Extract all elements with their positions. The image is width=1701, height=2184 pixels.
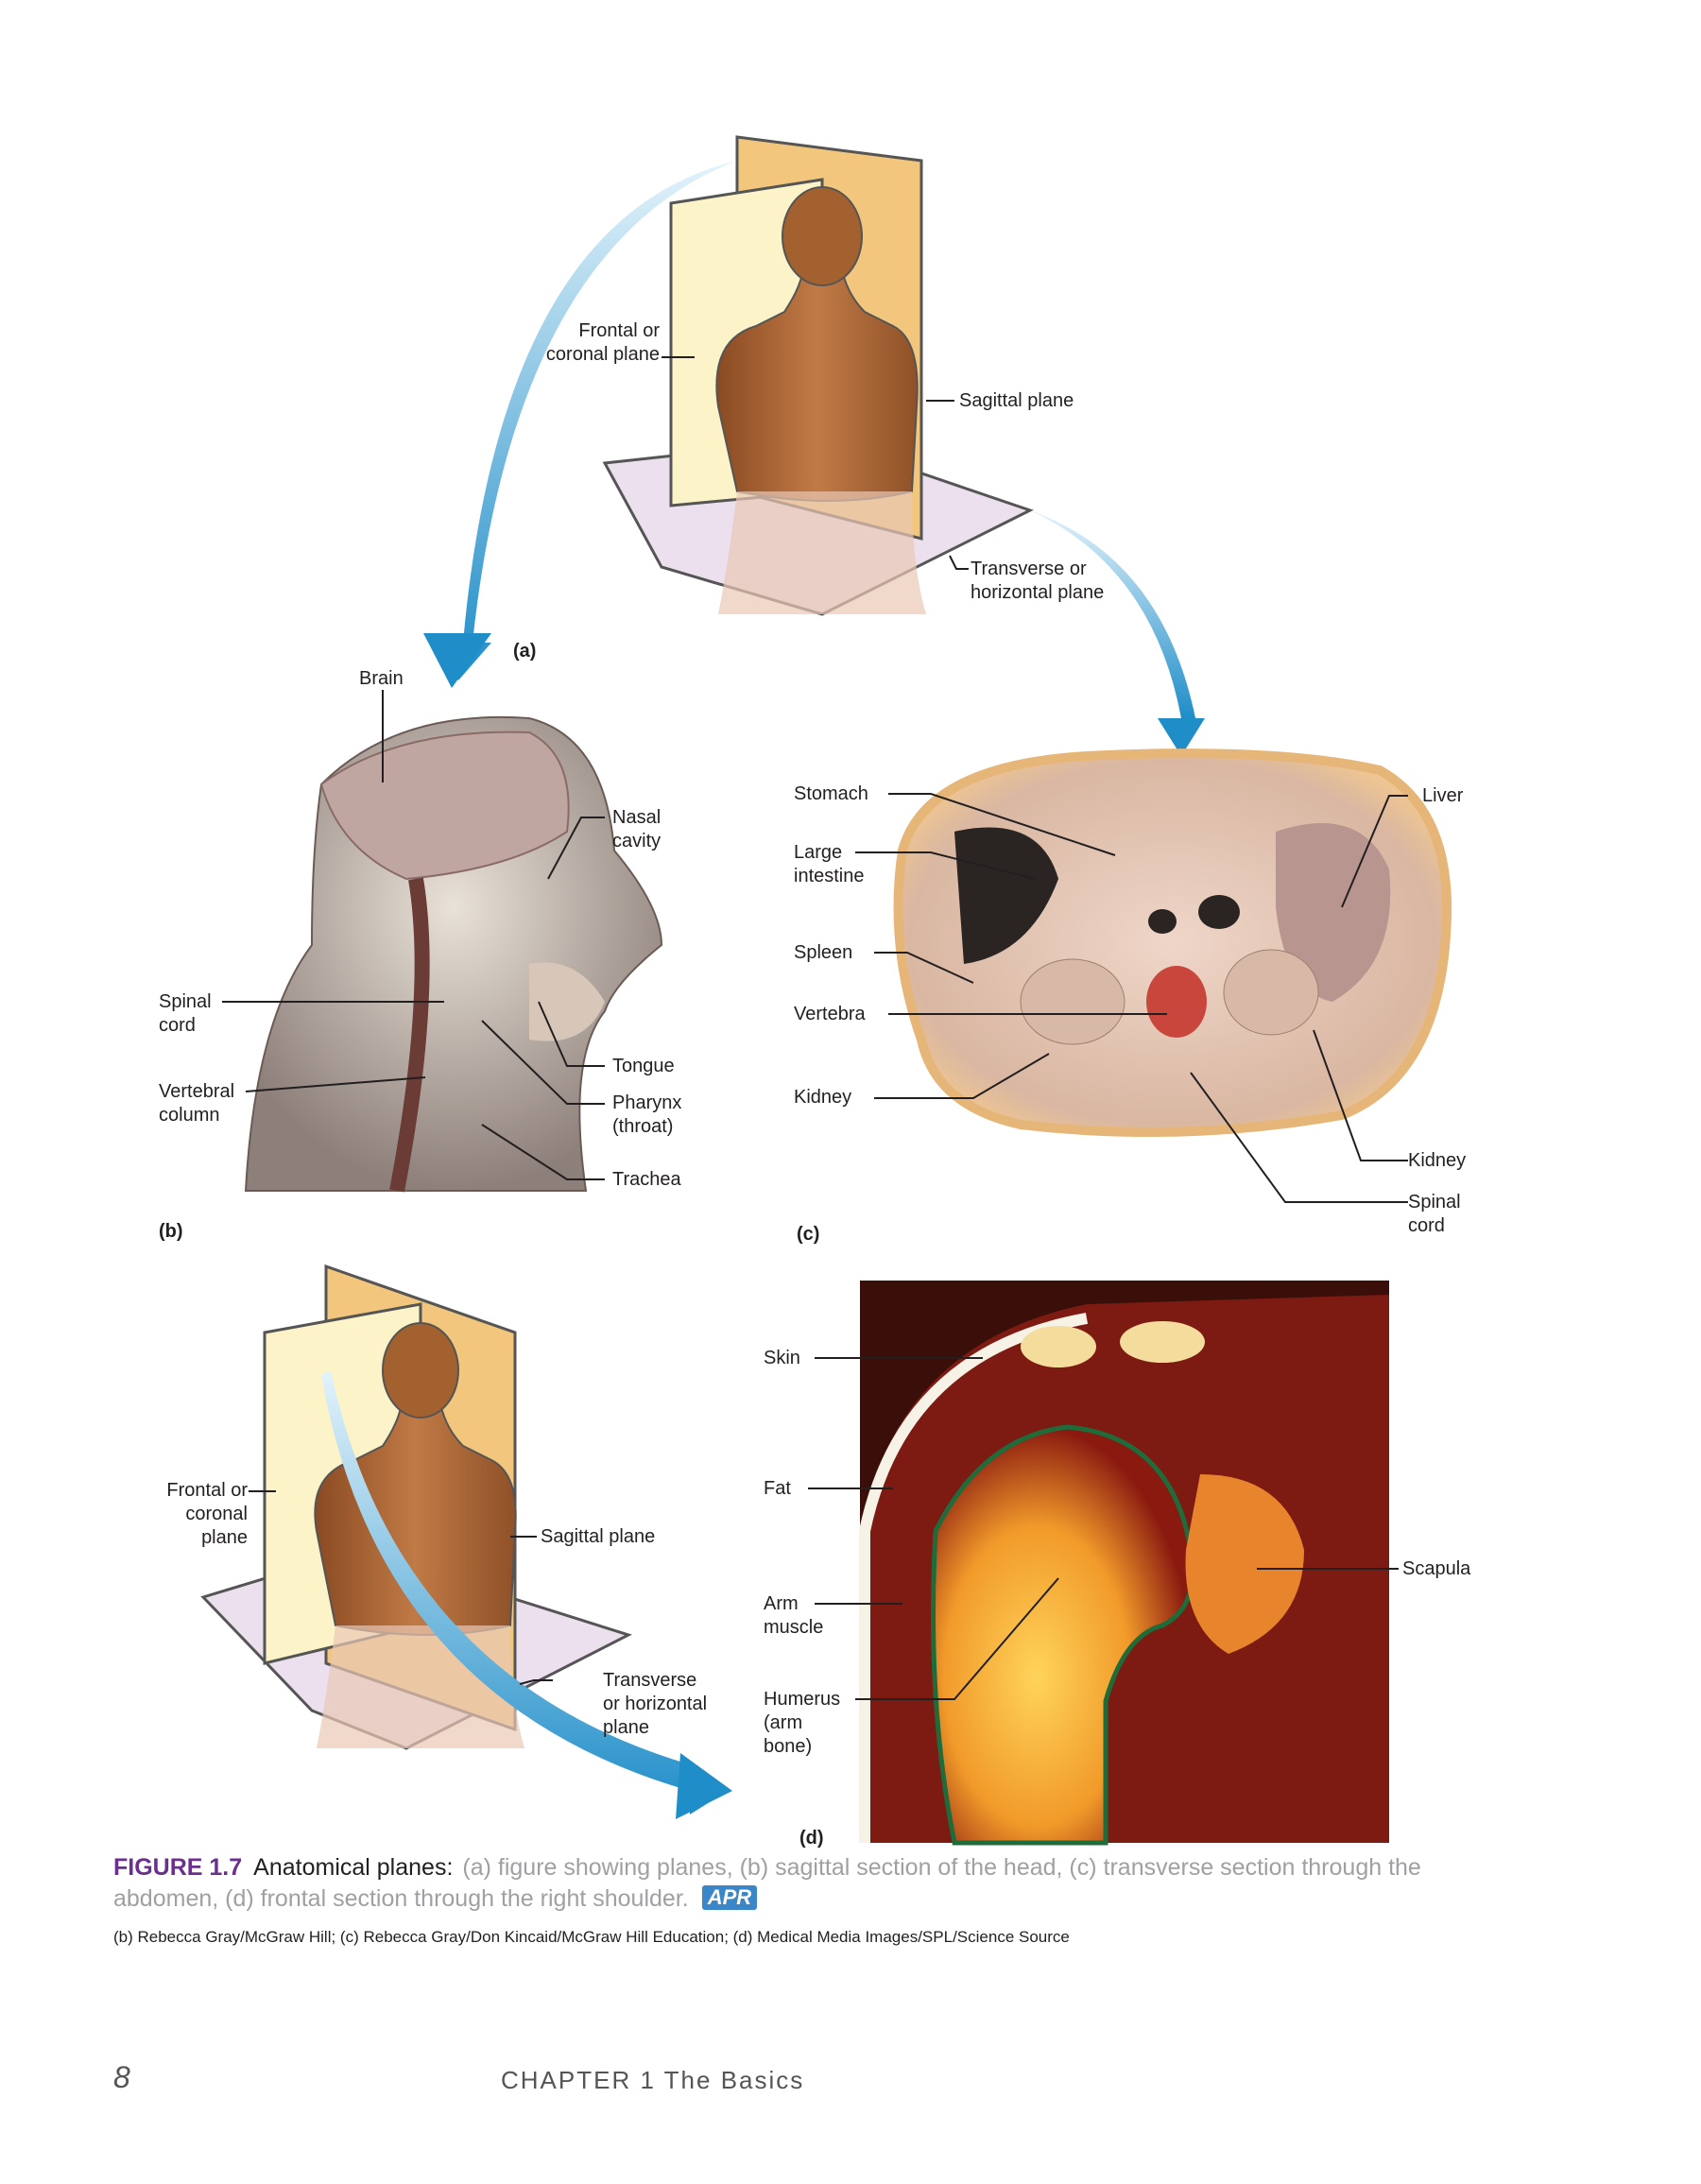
label-frontal-plane-a: Frontal or coronal plane (491, 319, 660, 367)
label-spinal-line1: Spinal (159, 991, 212, 1012)
label-spinal-cord-b: Spinal cord (159, 990, 212, 1038)
label-brain: Brain (359, 668, 404, 689)
label-kidney-right: Kidney (1408, 1150, 1467, 1171)
label-large-line1: Large (794, 842, 843, 863)
panel-tag-b: (b) (159, 1221, 183, 1242)
figure-caption: FIGURE 1.7 Anatomical planes:(a) figure s… (113, 1852, 1474, 1915)
label-humerus: Humerus (arm bone) (764, 1688, 840, 1759)
panel-tag-c: (c) (797, 1224, 820, 1245)
label-transverse-plane-a: Transverse or horizontal plane (971, 558, 1104, 605)
label-spinal-line2: cord (159, 1015, 196, 1036)
label-trachea: Trachea (612, 1169, 681, 1190)
label-pharynx-line1: Pharynx (612, 1092, 682, 1113)
label-frontal-line1: Frontal or (578, 320, 660, 341)
label-frontal-line2: coronal plane (545, 344, 660, 365)
label-liver: Liver (1422, 785, 1464, 806)
label-vertebral-line1: Vertebral (159, 1081, 235, 1102)
label-transverse-d-line2: or horizontal (603, 1694, 708, 1714)
figure-description: (a) figure showing planes, (b) sagittal … (113, 1854, 1421, 1912)
label-pharynx: Pharynx (throat) (612, 1092, 681, 1139)
sagittal-head-image (244, 715, 663, 1193)
label-skin: Skin (764, 1348, 800, 1368)
shoulder-mri-image (859, 1281, 1389, 1846)
arrowhead-a-to-b (423, 633, 491, 688)
arrow-a-to-c (1030, 510, 1195, 718)
label-vertebral-column: Vertebral column (159, 1080, 234, 1127)
label-kidney-left: Kidney (794, 1087, 852, 1108)
label-transverse-line1: Transverse or (971, 559, 1087, 579)
label-vertebra: Vertebra (794, 1004, 866, 1024)
label-sagittal-plane-a: Sagittal plane (959, 390, 1074, 411)
label-spleen: Spleen (794, 942, 853, 963)
label-tongue: Tongue (612, 1056, 675, 1076)
panel-tag-a: (a) (513, 641, 537, 662)
label-frontal-d-line3: plane (201, 1527, 248, 1548)
label-vertebral-line2: column (159, 1105, 220, 1126)
label-frontal-plane-d: Frontal or coronal plane (113, 1479, 248, 1550)
label-humerus-line3: bone) (764, 1736, 813, 1757)
label-arm-line2: muscle (764, 1617, 824, 1638)
label-nasal-cavity: Nasal cavity (612, 806, 661, 853)
label-large-line2: intestine (794, 866, 865, 886)
planes-illustration-a (602, 135, 1034, 616)
label-arm-line1: Arm (764, 1593, 799, 1614)
figure-title: Anatomical planes: (253, 1854, 454, 1881)
label-arm-muscle: Arm muscle (764, 1592, 823, 1640)
head-a (782, 186, 863, 286)
transverse-abdomen-image (893, 748, 1452, 1137)
planes-illustration-d (200, 1264, 632, 1750)
label-frontal-d-line2: coronal (185, 1504, 248, 1524)
label-sagittal-plane-d: Sagittal plane (541, 1526, 656, 1547)
arrow-a-to-b (444, 161, 737, 680)
label-humerus-line1: Humerus (764, 1689, 841, 1710)
label-spinal-c-line1: Spinal (1408, 1192, 1461, 1212)
figure-number: FIGURE 1.7 (113, 1854, 243, 1881)
label-nasal-line1: Nasal (612, 807, 662, 828)
label-nasal-line2: cavity (612, 831, 662, 851)
chapter-footer: CHAPTER 1 The Basics (501, 2066, 805, 2094)
label-spinal-c-line2: cord (1408, 1215, 1445, 1236)
legs-a (718, 491, 926, 614)
label-frontal-d-line1: Frontal or (166, 1480, 248, 1501)
label-large-intestine: Large intestine (794, 841, 865, 888)
head-d (382, 1322, 459, 1419)
label-fat: Fat (764, 1478, 791, 1499)
label-transverse-line2: horizontal plane (971, 582, 1105, 603)
label-transverse-plane-d: Transverse or horizontal plane (603, 1669, 707, 1740)
leader-lines (222, 356, 1408, 1700)
label-transverse-d-line3: plane (603, 1717, 649, 1738)
image-credits: (b) Rebecca Gray/McGraw Hill; (c) Rebecc… (113, 1928, 1070, 1946)
arrowhead-a-to-c (1158, 718, 1205, 756)
label-scapula: Scapula (1402, 1558, 1471, 1579)
label-spinal-cord-c: Spinal cord (1408, 1191, 1461, 1238)
page-number: 8 (113, 2060, 130, 2094)
label-stomach: Stomach (794, 783, 868, 804)
apr-badge-icon[interactable]: APR (701, 1885, 758, 1910)
label-pharynx-line2: (throat) (612, 1116, 674, 1137)
label-transverse-d-line1: Transverse (603, 1670, 697, 1691)
panel-tag-d: (d) (799, 1828, 824, 1849)
label-humerus-line2: (arm (764, 1712, 803, 1733)
arrowhead-d (676, 1753, 732, 1819)
